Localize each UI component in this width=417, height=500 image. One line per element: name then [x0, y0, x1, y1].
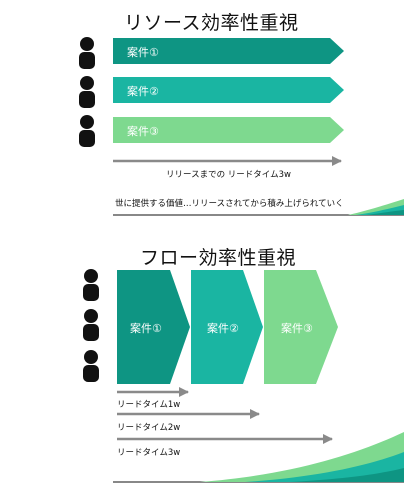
person-icon — [83, 350, 99, 382]
case-bar-3 — [113, 117, 344, 143]
bottom-title: フロー効率性重視 — [140, 247, 297, 269]
flow-block-1 — [117, 270, 190, 384]
top-value-area-dark — [366, 210, 404, 215]
flow-block-2 — [191, 270, 263, 384]
person-icon — [79, 115, 95, 147]
bottom-case-label-3: 案件③ — [281, 322, 313, 335]
person-icon — [83, 269, 99, 301]
case-bar-1 — [113, 38, 344, 64]
case-bar-2 — [113, 77, 344, 103]
top-case-label-3: 案件③ — [127, 125, 159, 138]
person-icon — [79, 37, 95, 69]
person-icon — [83, 309, 99, 341]
bottom-value-area-dark — [290, 468, 404, 482]
flow-block-3 — [264, 270, 338, 384]
bottom-case-label-2: 案件② — [207, 322, 239, 335]
lead-time-label-1w: リードタイム1w — [117, 400, 181, 410]
bottom-value-area-mid — [245, 452, 404, 482]
person-icon — [79, 76, 95, 108]
lead-time-label-3w: リードタイム3w — [117, 448, 181, 458]
top-arrow-label: リリースまでの リードタイム3w — [166, 170, 291, 180]
top-case-label-2: 案件② — [127, 85, 159, 98]
top-title: リソース効率性重視 — [124, 12, 299, 34]
top-case-label-1: 案件① — [127, 46, 159, 59]
top-caption: 世に提供する価値…リリースされてから積み上げられていく — [115, 199, 344, 209]
lead-time-label-2w: リードタイム2w — [117, 423, 181, 433]
bottom-case-label-1: 案件① — [130, 322, 162, 335]
